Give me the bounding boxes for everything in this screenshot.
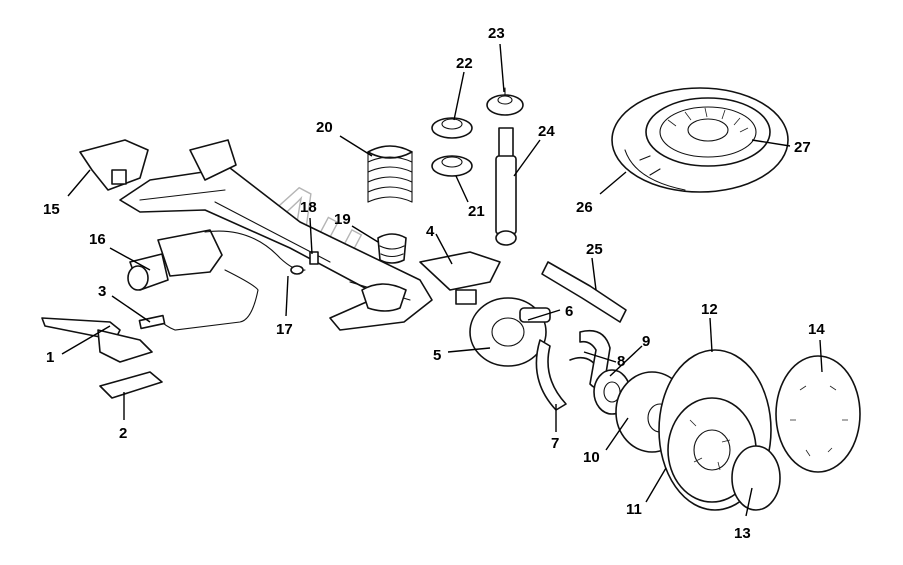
wheel-cylinder (519, 307, 551, 323)
bump-stop (377, 233, 407, 264)
callout-9: 9 (642, 333, 650, 350)
stub-axle (419, 251, 501, 305)
callout-14: 14 (808, 321, 825, 338)
callout-20: 20 (316, 119, 333, 136)
center-cap (731, 445, 781, 511)
callout-11: 11 (626, 501, 642, 518)
callout-17: 17 (276, 321, 293, 338)
rear-axle-beam (119, 139, 433, 331)
callout-27: 27 (794, 139, 811, 156)
brake-rod (159, 269, 259, 331)
brake-line-fitting (290, 265, 304, 275)
brake-shoes (535, 339, 567, 411)
callout-labels: 1 2 3 4 5 6 7 8 9 10 11 12 13 14 15 16 1… (43, 25, 825, 542)
wheel-hubcap (775, 355, 861, 473)
callout-1: 1 (46, 349, 54, 366)
callout-leaders (61, 43, 823, 517)
callout-8: 8 (617, 353, 625, 370)
callout-13: 13 (734, 525, 751, 542)
callout-5: 5 (433, 347, 441, 364)
shock-top-mount (486, 87, 524, 116)
callout-10: 10 (583, 449, 600, 466)
callout-21: 21 (468, 203, 485, 220)
callout-15: 15 (43, 201, 60, 218)
callout-19: 19 (334, 211, 351, 228)
callout-16: 16 (89, 231, 106, 248)
bleed-screw (309, 251, 319, 265)
coil-spring (367, 145, 413, 203)
spare-tire (611, 87, 789, 193)
shock-absorber (495, 127, 517, 246)
callout-24: 24 (538, 123, 555, 140)
callout-18: 18 (300, 199, 317, 216)
spring-rod (138, 314, 166, 330)
callout-22: 22 (456, 55, 473, 72)
tie-rod (541, 261, 627, 323)
callout-2: 2 (119, 425, 127, 442)
callout-3: 3 (98, 283, 106, 300)
callout-7: 7 (551, 435, 559, 452)
callout-23: 23 (488, 25, 505, 42)
callout-26: 26 (576, 199, 593, 216)
callout-12: 12 (701, 301, 718, 318)
callout-6: 6 (565, 303, 573, 320)
callout-25: 25 (586, 241, 603, 258)
brake-pressure-regulator (127, 229, 223, 291)
mounting-bracket (79, 139, 149, 191)
lever-cover (99, 371, 163, 399)
handbrake-lever (41, 317, 153, 363)
spring-seat-upper (431, 117, 473, 139)
callout-4: 4 (426, 223, 435, 240)
spring-seat-lower (431, 155, 473, 177)
